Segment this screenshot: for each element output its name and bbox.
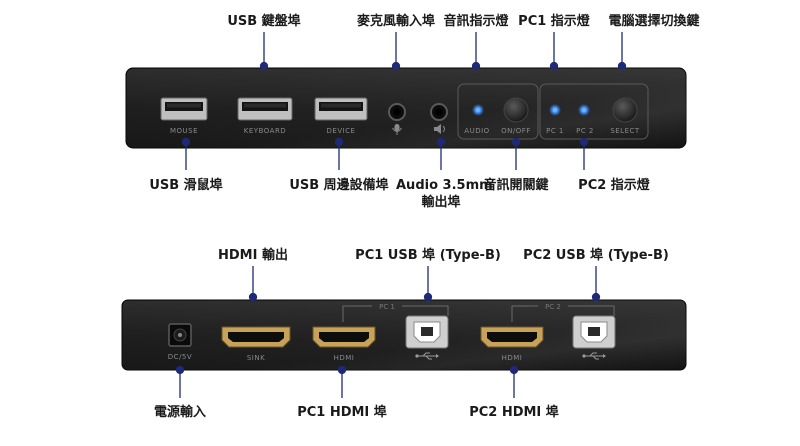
group-pc2-label: PC 2	[545, 303, 561, 311]
callout-usb-mouse: USB 滑鼠埠	[149, 178, 223, 193]
mouse-label: MOUSE	[170, 127, 198, 135]
pc1-label: PC 1	[546, 127, 564, 135]
callout-pc2-usb: PC2 USB 埠 (Type-B)	[523, 248, 669, 263]
sink-label: SINK	[247, 354, 265, 362]
audio-control-group: AUDIO ON/OFF	[457, 83, 539, 140]
callout-pc1-indicator: PC1 指示燈	[518, 14, 590, 29]
audio-on-off-button[interactable]	[503, 97, 529, 123]
callout-pc2-indicator: PC2 指示燈	[578, 178, 650, 193]
pc2-usb-b-port	[572, 315, 616, 349]
audio-out-jack	[430, 103, 448, 121]
callout-pc2-hdmi: PC2 HDMI 埠	[469, 405, 559, 420]
mic-jack	[388, 103, 406, 121]
callout-pc-select: 電腦選擇切換鍵	[608, 14, 700, 29]
speaker-icon	[434, 124, 445, 134]
on-off-label: ON/OFF	[501, 127, 531, 135]
usb-icon	[415, 352, 439, 360]
pc2-label: PC 2	[576, 127, 594, 135]
callout-pc1-hdmi: PC1 HDMI 埠	[297, 405, 387, 420]
keyboard-label: KEYBOARD	[244, 127, 286, 135]
rear-panel: DC/5V SINK PC 1 PC 2	[121, 299, 687, 371]
callout-audio-indicator: 音訊指示燈	[443, 14, 509, 29]
dc-power-jack: DC/5V	[168, 323, 192, 361]
pc2-group-bracket: PC 2	[511, 303, 615, 322]
callout-hdmi-out: HDMI 輸出	[218, 248, 288, 263]
select-label: SELECT	[610, 127, 640, 135]
usb-keyboard-port: KEYBOARD	[237, 97, 293, 135]
callout-usb-keyboard: USB 鍵盤埠	[227, 14, 301, 29]
group-pc1-label: PC 1	[379, 303, 395, 311]
usb-icon	[582, 352, 606, 360]
dc-label: DC/5V	[168, 353, 192, 361]
callout-power-in: 電源輸入	[153, 405, 206, 420]
front-panel: MOUSE KEYBOARD DEVICE	[125, 67, 687, 149]
pc1-usb-b-port	[405, 315, 449, 349]
pc-select-group: PC 1 PC 2 SELECT	[539, 83, 649, 140]
callout-mic-input: 麥克風輸入埠	[356, 14, 435, 29]
callout-audio-switch: 音訊開關鍵	[483, 178, 549, 193]
callout-audio-out-line1: Audio 3.5mm	[396, 178, 493, 193]
hdmi1-label: HDMI	[334, 354, 355, 362]
leader-lines	[175, 32, 627, 398]
callout-pc1-usb: PC1 USB 埠 (Type-B)	[355, 248, 501, 263]
callout-usb-peripheral: USB 周邊設備埠	[289, 178, 389, 193]
device-label: DEVICE	[327, 127, 356, 135]
audio-label: AUDIO	[464, 127, 489, 135]
callout-audio-out: Audio 3.5mm 輸出埠	[396, 177, 493, 211]
usb-device-port: DEVICE	[314, 97, 368, 135]
pc-select-button[interactable]	[612, 97, 638, 123]
usb-mouse-port: MOUSE	[160, 97, 208, 135]
microphone-icon	[392, 124, 402, 135]
pc1-hdmi-port: HDMI	[312, 326, 376, 362]
hdmi-output-port: SINK	[221, 326, 291, 362]
pc2-hdmi-port: HDMI	[480, 326, 544, 362]
hdmi2-label: HDMI	[502, 354, 523, 362]
pc1-group-bracket: PC 1	[342, 303, 449, 322]
callout-audio-out-line2: 輸出埠	[421, 195, 461, 210]
